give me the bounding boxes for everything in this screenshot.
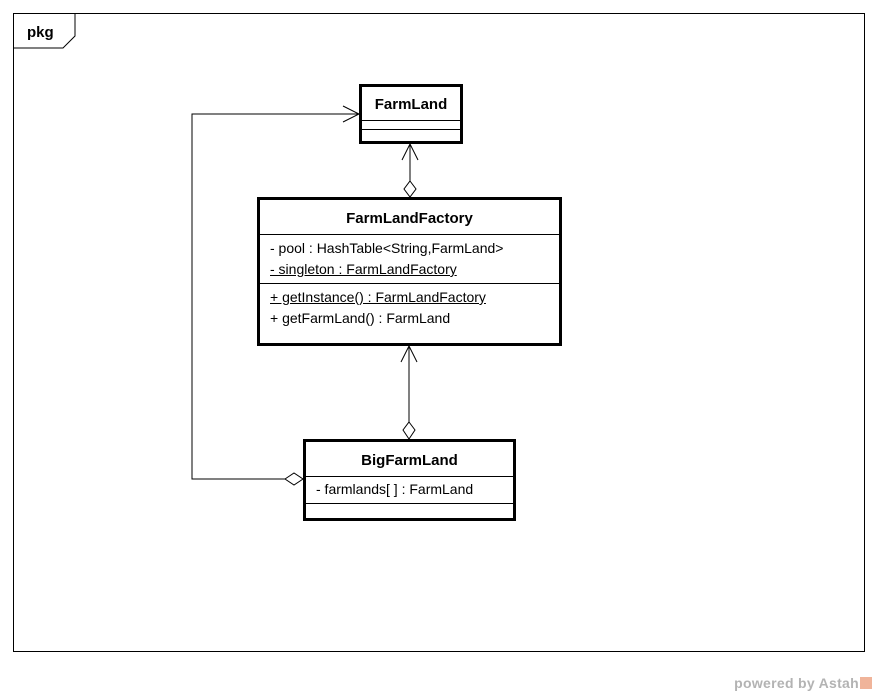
operation-compartment: + getInstance() : FarmLandFactory + getF… xyxy=(260,283,559,329)
aggregation-diamond xyxy=(402,421,416,440)
class-farmland[interactable]: FarmLand xyxy=(359,84,463,144)
astah-watermark: powered by Astah xyxy=(734,675,872,691)
association-bigfarmland-factory[interactable] xyxy=(400,344,418,440)
association-factory-farmland[interactable] xyxy=(401,142,419,198)
class-farmlandfactory[interactable]: FarmLandFactory - pool : HashTable<Strin… xyxy=(257,197,562,346)
attribute-farmlands: - farmlands[ ] : FarmLand xyxy=(316,481,474,497)
attribute-compartment: - pool : HashTable<String,FarmLand> - si… xyxy=(260,234,559,283)
class-name: FarmLandFactory xyxy=(346,210,473,227)
class-bigfarmland[interactable]: BigFarmLand - farmlands[ ] : FarmLand xyxy=(303,439,516,521)
frame-label: pkg xyxy=(27,24,54,41)
attribute-singleton: - singleton : FarmLandFactory xyxy=(270,261,457,277)
operation-getinstance: + getInstance() : FarmLandFactory xyxy=(270,289,486,305)
aggregation-diamond xyxy=(403,180,417,198)
aggregation-diamond xyxy=(284,472,304,486)
operation-compartment xyxy=(362,129,460,130)
package-frame xyxy=(13,13,865,652)
astah-logo-icon xyxy=(860,677,872,689)
frame-tab xyxy=(13,13,76,49)
watermark-text: powered by Astah xyxy=(734,675,859,691)
operation-getfarmland: + getFarmLand() : FarmLand xyxy=(270,310,451,326)
attribute-compartment xyxy=(362,120,460,121)
operation-compartment xyxy=(306,503,513,504)
class-name: BigFarmLand xyxy=(361,452,458,469)
attribute-pool: - pool : HashTable<String,FarmLand> xyxy=(270,240,504,256)
association-bigfarmland-farmland[interactable] xyxy=(191,105,361,486)
class-name: FarmLand xyxy=(374,96,448,113)
attribute-compartment: - farmlands[ ] : FarmLand xyxy=(306,476,513,503)
